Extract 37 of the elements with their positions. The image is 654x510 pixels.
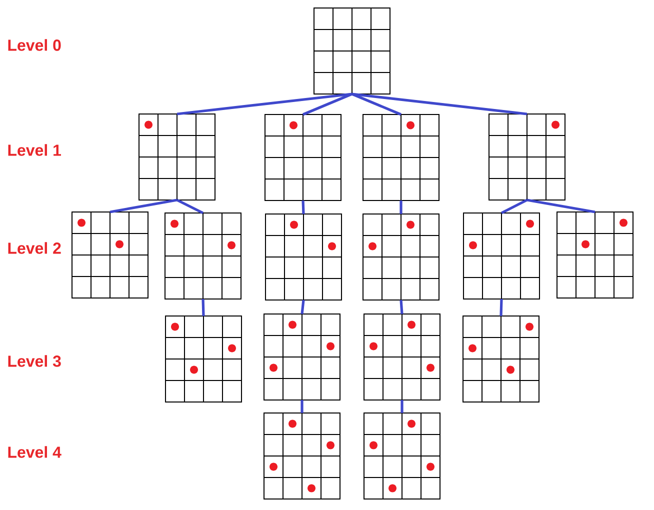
chessboard	[165, 316, 242, 402]
chessboard	[264, 412, 340, 500]
chessboard	[265, 214, 342, 300]
connector-line	[500, 198, 528, 214]
chessboard	[314, 8, 390, 94]
connector-line	[176, 198, 204, 214]
chessboard	[364, 314, 440, 400]
connector-line	[202, 298, 205, 316]
connector-line	[400, 300, 404, 314]
connector-line	[526, 198, 596, 214]
chessboard	[462, 316, 540, 402]
connector-line	[500, 298, 503, 316]
connector-line	[300, 400, 304, 413]
chessboard	[72, 212, 148, 298]
chessboard	[556, 212, 634, 298]
connector-line	[352, 92, 402, 116]
connector-line	[302, 200, 305, 214]
connector-line	[400, 400, 404, 413]
connector-line	[302, 92, 352, 116]
connector-line	[300, 300, 305, 314]
connector-line	[400, 200, 402, 214]
chessboard	[362, 214, 440, 300]
chessboard	[362, 114, 440, 201]
level-label: Level 3	[8, 355, 61, 367]
connector-line	[352, 92, 528, 116]
level-label: Level 0	[8, 39, 61, 51]
chessboard	[164, 212, 242, 300]
level-label: Level 4	[8, 446, 62, 458]
chessboard	[463, 212, 540, 300]
level-label: Level 1	[8, 144, 61, 156]
connector-line	[176, 92, 352, 116]
connector-line	[110, 198, 178, 214]
chessboard	[488, 114, 566, 200]
chessboard	[138, 114, 216, 200]
chessboard	[264, 114, 342, 201]
chessboard	[364, 412, 440, 500]
chessboard	[264, 314, 340, 400]
